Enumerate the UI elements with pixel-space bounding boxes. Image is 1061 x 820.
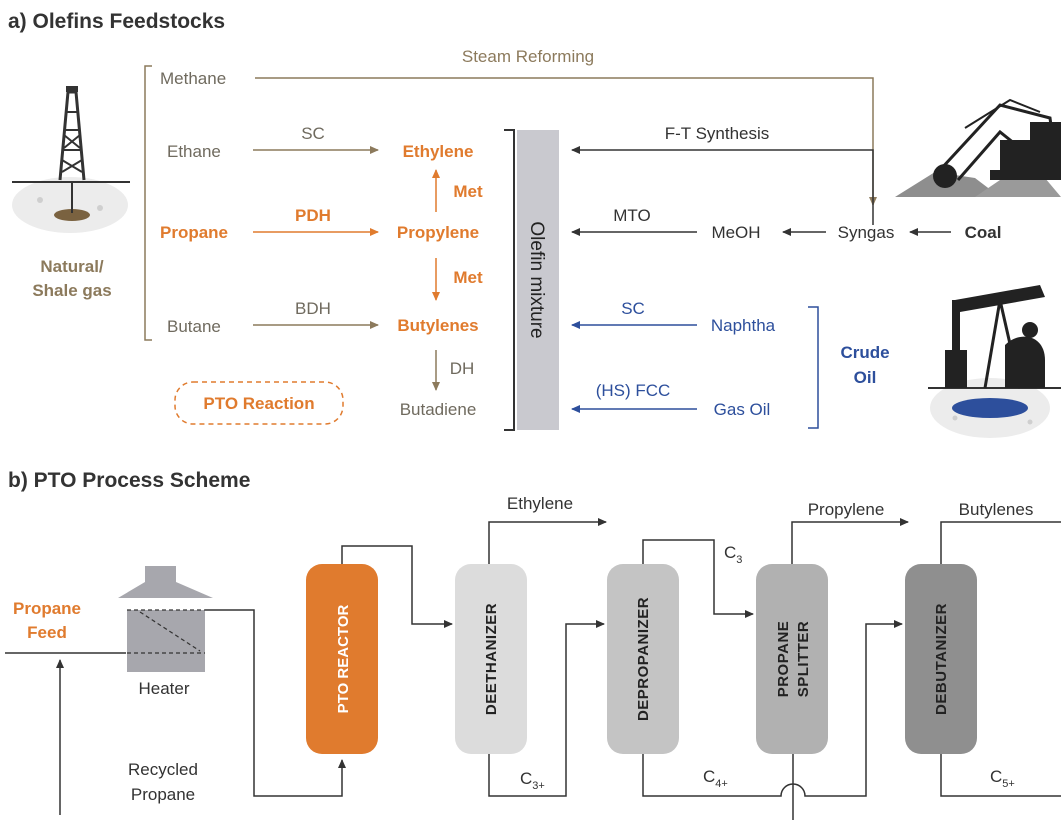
feed-label-2: Feed — [27, 623, 67, 642]
heading-a: a) Olefins Feedstocks — [8, 10, 225, 33]
label-sc: SC — [301, 124, 325, 143]
butylenes-out-line — [940, 521, 1061, 564]
ethylene-out-line — [488, 518, 607, 564]
debutanizer — [905, 564, 977, 754]
feed-label-1: Propane — [13, 599, 81, 618]
c5plus-line — [940, 754, 1061, 797]
gas-label-1: Natural/ — [40, 257, 104, 276]
label-pdh: PDH — [295, 206, 331, 225]
steam-reforming-arrow — [255, 77, 877, 206]
depropanizer — [607, 564, 679, 754]
product-propylene: Propylene — [397, 223, 479, 242]
feedstock-bracket — [144, 65, 152, 341]
ft-arrow — [571, 146, 874, 225]
feed-ethane: Ethane — [167, 142, 221, 161]
output-ethylene: Ethylene — [507, 494, 573, 513]
olefin-mixture-label: Olefin mixture — [526, 221, 547, 338]
heater-icon — [118, 566, 213, 672]
splitter-label-1: PROPANE — [775, 621, 792, 698]
meoh-label: MeOH — [711, 223, 760, 242]
depropanizer-label: DEPROPANIZER — [635, 597, 652, 721]
olefin-bracket — [504, 129, 515, 431]
pto-reaction-box — [174, 381, 344, 425]
excavator-icon — [895, 98, 1061, 197]
c5plus-label: C5+ — [990, 767, 1015, 790]
gas-label-2: Shale gas — [32, 281, 111, 300]
c3-line — [642, 539, 754, 618]
label-met-up: Met — [453, 182, 483, 201]
coal-label: Coal — [965, 223, 1002, 242]
label-mto: MTO — [613, 206, 650, 225]
c3plus-line — [488, 620, 605, 797]
naphtha-label: Naphtha — [711, 316, 776, 335]
label-bdh: BDH — [295, 299, 331, 318]
recycle-label-2: Propane — [131, 785, 195, 804]
debutanizer-label: DEBUTANIZER — [933, 603, 950, 715]
propylene-out-line — [791, 518, 909, 564]
pto-reactor — [306, 564, 378, 754]
olefin-mixture-bar — [517, 130, 559, 430]
crude-label-1: Crude — [840, 343, 889, 362]
reactor-label: PTO REACTOR — [335, 605, 352, 714]
reactor-deethanizer-line — [341, 545, 453, 628]
gas-rig-icon — [12, 86, 130, 233]
label-ft: F-T Synthesis — [665, 124, 770, 143]
product-ethylene: Ethylene — [403, 142, 474, 161]
heading-b: b) PTO Process Scheme — [8, 469, 250, 492]
crude-label-2: Oil — [854, 368, 877, 387]
product-butylenes: Butylenes — [397, 316, 478, 335]
label-steam-reforming: Steam Reforming — [462, 47, 594, 66]
deethanizer — [455, 564, 527, 754]
label-fcc: (HS) FCC — [596, 381, 671, 400]
label-met-down: Met — [453, 268, 483, 287]
label-sc-naphtha: SC — [621, 299, 645, 318]
label-dh: DH — [450, 359, 475, 378]
crude-bracket — [808, 306, 819, 429]
feed-methane: Methane — [160, 69, 226, 88]
propane-splitter — [756, 564, 828, 754]
c4plus-line — [642, 620, 903, 797]
deethanizer-label: DEETHANIZER — [483, 603, 500, 715]
syngas-label: Syngas — [838, 223, 895, 242]
heater-reactor-line — [205, 609, 346, 797]
c3-label: C3 — [724, 543, 742, 566]
oil-pump-icon — [928, 285, 1061, 438]
heater-label: Heater — [138, 679, 189, 698]
gas-oil-label: Gas Oil — [714, 400, 771, 419]
pto-reaction-label: PTO Reaction — [203, 394, 314, 413]
product-butadiene: Butadiene — [400, 400, 477, 419]
splitter-label-2: SPLITTER — [795, 621, 812, 698]
feed-propane: Propane — [160, 223, 228, 242]
c3plus-label: C3+ — [520, 769, 545, 792]
output-propylene: Propylene — [808, 500, 885, 519]
c4plus-label: C4+ — [703, 767, 728, 790]
feed-butane: Butane — [167, 317, 221, 336]
output-butylenes: Butylenes — [959, 500, 1034, 519]
recycle-label-1: Recycled — [128, 760, 198, 779]
